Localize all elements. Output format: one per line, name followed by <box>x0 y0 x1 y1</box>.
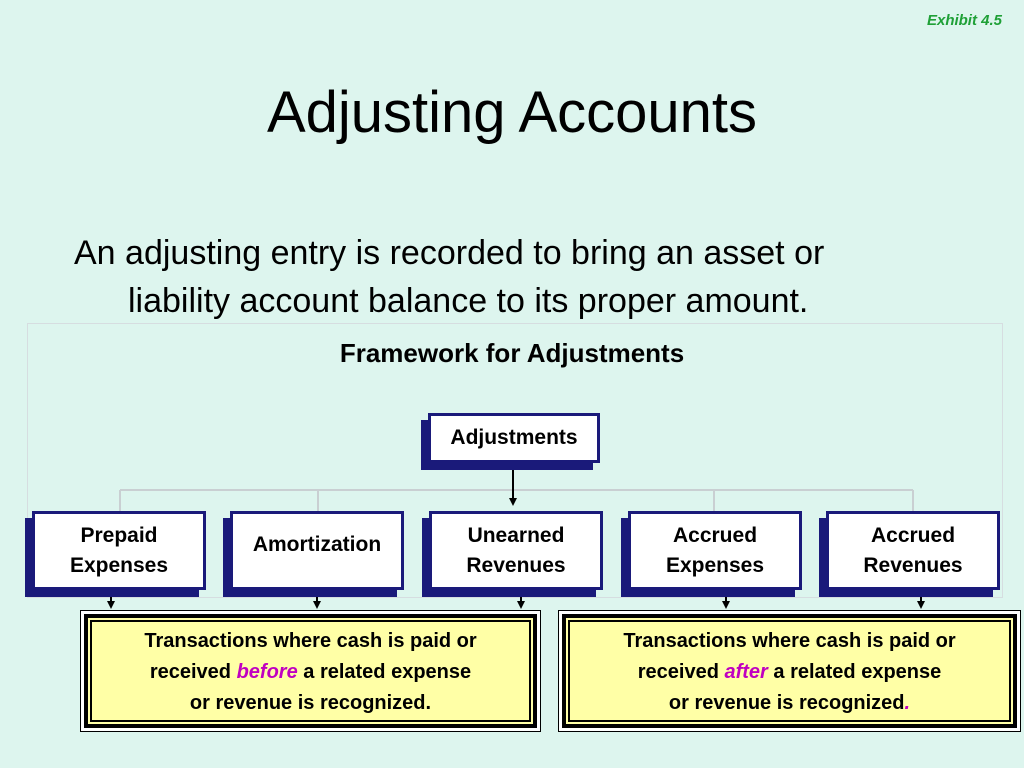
category-label-line-1: Unearned <box>467 523 565 547</box>
category-label-line-2: Expenses <box>69 553 169 577</box>
intro-text: An adjusting entry is recorded to bring … <box>74 229 974 325</box>
arrow-5-head <box>917 601 925 609</box>
note-before: Transactions where cash is paid or recei… <box>84 614 537 728</box>
framework-frame <box>27 323 1003 598</box>
arrow-3-head <box>517 601 525 609</box>
note-text: a related expense <box>297 661 472 683</box>
exhibit-label: Exhibit 4.5 <box>926 12 1002 29</box>
root-arrow-head <box>509 498 517 506</box>
note-text: or revenue is recognized <box>668 692 905 714</box>
note-text: or revenue is recognized. <box>189 692 432 714</box>
category-label-line-1: Amortization <box>252 533 382 556</box>
category-amortization: Amortization <box>230 511 404 590</box>
category-label-line-1: Accrued <box>870 523 956 547</box>
category-label-line-2: Revenues <box>863 553 963 577</box>
framework-title: Framework for Adjustments <box>339 338 685 368</box>
arrow-1-head <box>107 601 115 609</box>
note-line-1: Transactions where cash is paid or <box>144 630 477 652</box>
note-highlight-after: after <box>724 661 768 683</box>
arrow-4-head <box>722 601 730 609</box>
category-label-line-2: Revenues <box>466 553 566 577</box>
note-line-2: received after a related expense <box>566 657 1013 688</box>
intro-line-1: An adjusting entry is recorded to bring … <box>74 234 825 272</box>
adjustments-box: Adjustments <box>428 413 600 463</box>
note-highlight-before: before <box>236 661 298 683</box>
note-after: Transactions where cash is paid or recei… <box>562 614 1017 728</box>
note-text: received <box>149 661 237 683</box>
category-accrued-revenues: Accrued Revenues <box>826 511 1000 590</box>
note-text: a related expense <box>767 661 942 683</box>
note-line-3: or revenue is recognized. <box>566 688 1013 719</box>
note-text: received <box>637 661 725 683</box>
note-line-2: received before a related expense <box>88 657 533 688</box>
note-line-1: Transactions where cash is paid or <box>623 630 956 652</box>
category-label-line-1: Prepaid <box>80 523 158 547</box>
note-trail: . <box>904 692 911 714</box>
arrow-2-head <box>313 601 321 609</box>
category-accrued-expenses: Accrued Expenses <box>628 511 802 590</box>
page-title: Adjusting Accounts <box>266 80 758 145</box>
intro-line-2: liability account balance to its proper … <box>128 282 809 320</box>
category-prepaid-expenses: Prepaid Expenses <box>32 511 206 590</box>
note-line-3: or revenue is recognized. <box>88 688 533 719</box>
category-label-line-2: Expenses <box>665 553 765 577</box>
category-label-line-1: Accrued <box>672 523 758 547</box>
category-unearned-revenues: Unearned Revenues <box>429 511 603 590</box>
